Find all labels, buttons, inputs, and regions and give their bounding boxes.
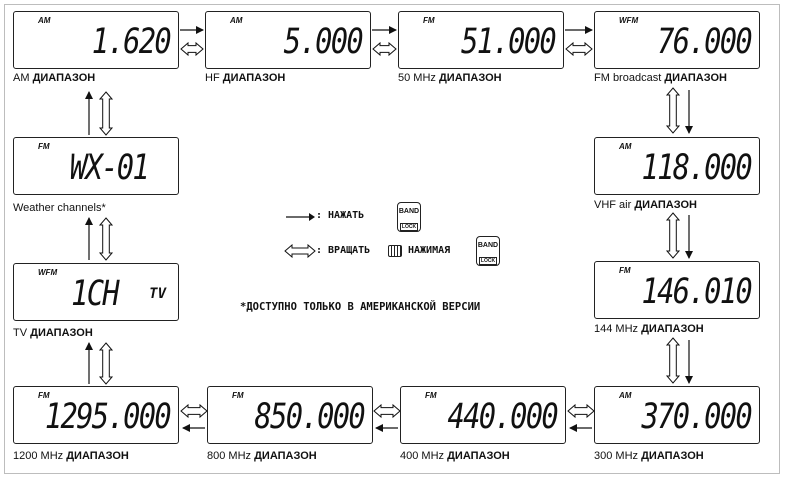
mode-indicator: FM	[38, 391, 50, 400]
rotate-arrow-am-hf	[180, 41, 204, 57]
caption-tv-band: TV ДИАПАЗОН	[13, 327, 93, 339]
lcd-display-am: AM 1.620	[13, 11, 179, 69]
legend-rotate-label: : ВРАЩАТЬ	[316, 245, 371, 256]
mode-indicator: AM	[230, 16, 243, 25]
frequency-readout: 370.000	[641, 397, 753, 437]
lock-key-label: LOCK	[478, 257, 498, 265]
frequency-readout: 1.620	[91, 22, 172, 62]
mode-indicator: FM	[232, 391, 244, 400]
frequency-readout: 850.000	[254, 397, 366, 437]
caption-144mhz-band: 144 MHz ДИАПАЗОН	[594, 323, 704, 335]
double-hollow-arrow-icon	[284, 244, 316, 258]
lock-key-label: LOCK	[399, 223, 419, 231]
band-lock-key-icon: BAND LOCK	[397, 202, 421, 232]
caption-1200mhz-band: 1200 MHz ДИАПАЗОН	[13, 450, 129, 462]
frequency-readout: 118.000	[641, 148, 753, 188]
frequency-readout: 1295.000	[44, 397, 172, 437]
mode-indicator: FM	[38, 142, 50, 151]
lcd-display-144mhz: FM 146.010	[594, 261, 760, 319]
caption-fm-broadcast-band: FM broadcast ДИАПАЗОН	[594, 72, 727, 84]
mode-indicator: AM	[38, 16, 51, 25]
channel-readout: WX-01	[69, 148, 150, 188]
lcd-display-fm-broadcast: WFM 76.000	[594, 11, 760, 69]
lcd-display-300mhz: AM 370.000	[594, 386, 760, 444]
rotate-arrow-weather-am	[98, 91, 114, 136]
lcd-display-tv: WFM 1CH TV	[13, 263, 179, 321]
rotate-arrow-400-800	[373, 403, 401, 419]
caption-weather-channels: Weather channels*	[13, 202, 106, 214]
lcd-display-400mhz: FM 440.000	[400, 386, 566, 444]
lcd-display-vhf-air: AM 118.000	[594, 137, 760, 195]
single-arrow-icon	[286, 213, 315, 221]
tv-indicator: TV	[149, 286, 166, 302]
band-key-label: BAND	[398, 208, 420, 215]
caption-50mhz-band: 50 MHz ДИАПАЗОН	[398, 72, 502, 84]
rotate-arrow-50-fm	[565, 41, 593, 57]
diagram-frame	[4, 4, 780, 474]
rotate-arrow-300-400	[567, 403, 595, 419]
caption-300mhz-band: 300 MHz ДИАПАЗОН	[594, 450, 704, 462]
caption-400mhz-band: 400 MHz ДИАПАЗОН	[400, 450, 510, 462]
rotate-arrow-fm-vhf	[665, 87, 681, 134]
caption-vhf-air-band: VHF air ДИАПАЗОН	[594, 199, 697, 211]
band-lock-key-icon-2: BAND LOCK	[476, 236, 500, 266]
mode-indicator: AM	[619, 142, 632, 151]
caption-800mhz-band: 800 MHz ДИАПАЗОН	[207, 450, 317, 462]
mode-indicator: FM	[423, 16, 435, 25]
frequency-readout: 5.000	[283, 22, 364, 62]
channel-readout: 1CH	[71, 274, 120, 314]
frequency-readout: 440.000	[447, 397, 559, 437]
rotate-arrow-hf-50	[372, 41, 397, 57]
caption-hf-band: HF ДИАПАЗОН	[205, 72, 286, 84]
lcd-display-weather: FM WX-01	[13, 137, 179, 195]
band-key-label: BAND	[477, 242, 499, 249]
mode-indicator: WFM	[619, 16, 639, 25]
rotate-arrow-tv-weather	[98, 217, 114, 261]
rotate-arrow-vhf-144	[665, 212, 681, 259]
frequency-readout: 76.000	[657, 22, 752, 62]
dial-icon	[388, 245, 402, 257]
frequency-readout: 146.010	[641, 272, 753, 312]
mode-indicator: AM	[619, 391, 632, 400]
frequency-readout: 51.000	[461, 22, 556, 62]
us-version-note: *ДОСТУПНО ТОЛЬКО В АМЕРИКАНСКОЙ ВЕРСИИ	[240, 301, 481, 313]
mode-indicator: WFM	[38, 268, 58, 277]
rotate-arrow-1200-tv	[98, 342, 114, 385]
lcd-display-50mhz: FM 51.000	[398, 11, 564, 69]
caption-am-band: AM ДИАПАЗОН	[13, 72, 96, 84]
mode-indicator: FM	[619, 266, 631, 275]
lcd-display-1200mhz: FM 1295.000	[13, 386, 179, 444]
legend-press-label: : НАЖАТЬ	[316, 210, 365, 221]
mode-indicator: FM	[425, 391, 437, 400]
lcd-display-hf: AM 5.000	[205, 11, 371, 69]
legend-while-pressing-label: НАЖИМАЯ	[408, 245, 451, 256]
rotate-arrow-800-1200	[180, 403, 208, 419]
rotate-arrow-144-300	[665, 337, 681, 384]
lcd-display-800mhz: FM 850.000	[207, 386, 373, 444]
